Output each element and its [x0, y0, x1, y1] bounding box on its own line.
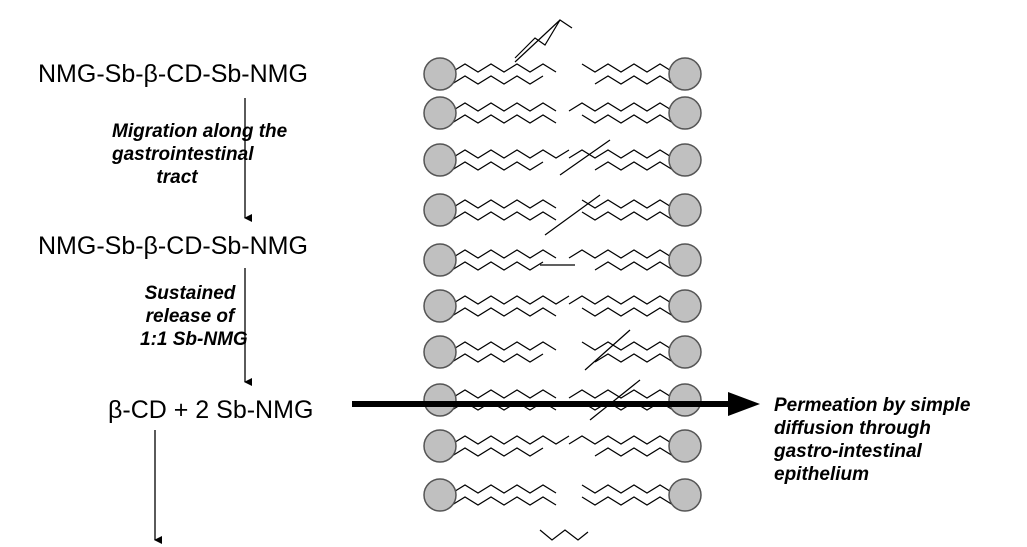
lipid-tail-right: [568, 249, 674, 259]
lipid-head-right: [668, 335, 702, 369]
lipid-tail-left: [451, 161, 544, 171]
lipid-tail-right: [581, 307, 674, 317]
lipid-bilayer-membrane: [423, 19, 702, 541]
note-migration-line-3: tract: [156, 167, 198, 188]
lipid-tail-right: [568, 435, 674, 445]
note-permeation-line-1: Permeation by simple: [774, 395, 971, 416]
lipid-head-left: [423, 96, 457, 130]
lipid-tail-left: [451, 211, 557, 221]
lipid-tail-right: [594, 353, 674, 363]
lipid-tail-left: [451, 295, 570, 305]
lipid-head-right: [668, 289, 702, 323]
lipid-tail-left: [451, 447, 544, 457]
lipid-tail-right: [594, 75, 674, 85]
lipid-head-right: [668, 193, 702, 227]
lipid-tail-left: [451, 75, 544, 85]
lipid-head-left: [423, 289, 457, 323]
lipid-tail-right: [568, 295, 674, 305]
note-permeation-line-3: gastro-intestinal: [774, 441, 922, 462]
lipid-head-left: [423, 57, 457, 91]
lipid-tail-right: [581, 484, 674, 494]
lipid-tail-left: [451, 484, 557, 494]
note-release: Sustained release of 1:1 Sb-NMG: [140, 282, 248, 351]
lipid-tail-cross: [584, 329, 631, 371]
lipid-tail-right: [594, 161, 674, 171]
note-permeation: Permeation by simple diffusion through g…: [774, 394, 1024, 486]
lipid-tail-cross: [514, 19, 561, 63]
note-permeation-line-4: epithelium: [774, 464, 870, 485]
lipid-tail-left: [451, 353, 544, 363]
lipid-head-left: [423, 193, 457, 227]
lipid-tail-left: [451, 249, 557, 259]
lipid-tail-left: [451, 102, 557, 112]
lipid-tail-cross: [559, 139, 611, 176]
note-release-line-3: 1:1 Sb-NMG: [140, 329, 248, 350]
lipid-head-left: [423, 143, 457, 177]
note-release-line-1: Sustained: [144, 283, 236, 304]
permeation-arrow-head: [728, 392, 760, 416]
note-migration-line-1: Migration along the: [112, 121, 288, 142]
process-arrows: [154, 98, 760, 544]
lipid-tail-left: [451, 389, 557, 399]
lipid-tail-right: [568, 149, 674, 159]
note-release-line-2: release of: [145, 306, 235, 327]
lipid-tail-left: [451, 307, 557, 317]
lipid-head-left: [423, 335, 457, 369]
lipid-tail-stray: [539, 529, 589, 541]
lipid-head-left: [423, 383, 457, 417]
lipid-tail-right: [594, 447, 674, 457]
lipid-tail-left: [451, 341, 557, 351]
lipid-tail-cross: [544, 194, 601, 236]
lipid-tail-left: [451, 114, 557, 124]
note-migration-line-2: gastrointestinal: [112, 144, 254, 165]
formula-complex-initial: NMG-Sb-β-CD-Sb-NMG: [38, 60, 308, 88]
lipid-tail-left: [451, 63, 557, 73]
lipid-tail-stray: [514, 19, 573, 59]
lipid-tail-left: [451, 149, 570, 159]
lipid-head-left: [423, 478, 457, 512]
note-migration: Migration along the gastrointestinal tra…: [112, 120, 288, 189]
lipid-head-right: [668, 478, 702, 512]
lipid-head-right: [668, 383, 702, 417]
lipid-tail-left: [451, 199, 557, 209]
lipid-head-right: [668, 429, 702, 463]
lipid-tail-right: [568, 389, 674, 399]
lipid-tail-left: [451, 435, 570, 445]
lipid-tail-right: [581, 496, 674, 506]
lipid-head-right: [668, 243, 702, 277]
lipid-tail-left: [451, 496, 557, 506]
lipid-head-right: [668, 96, 702, 130]
lipid-tail-right: [581, 211, 674, 221]
lipid-tail-right: [594, 261, 674, 271]
lipid-head-left: [423, 243, 457, 277]
lipid-head-right: [668, 57, 702, 91]
lipid-tail-right: [581, 199, 674, 209]
lipid-tail-right: [581, 63, 674, 73]
lipid-tail-right: [581, 114, 674, 124]
formula-products: β-CD + 2 Sb-NMG: [108, 396, 314, 424]
formula-complex-migrated: NMG-Sb-β-CD-Sb-NMG: [38, 232, 308, 260]
lipid-head-left: [423, 429, 457, 463]
lipid-tail-left: [451, 261, 544, 271]
lipid-tail-cross: [589, 379, 641, 421]
lipid-tail-right: [568, 102, 674, 112]
lipid-tail-right: [581, 341, 674, 351]
note-permeation-line-2: diffusion through: [774, 418, 931, 439]
lipid-head-right: [668, 143, 702, 177]
